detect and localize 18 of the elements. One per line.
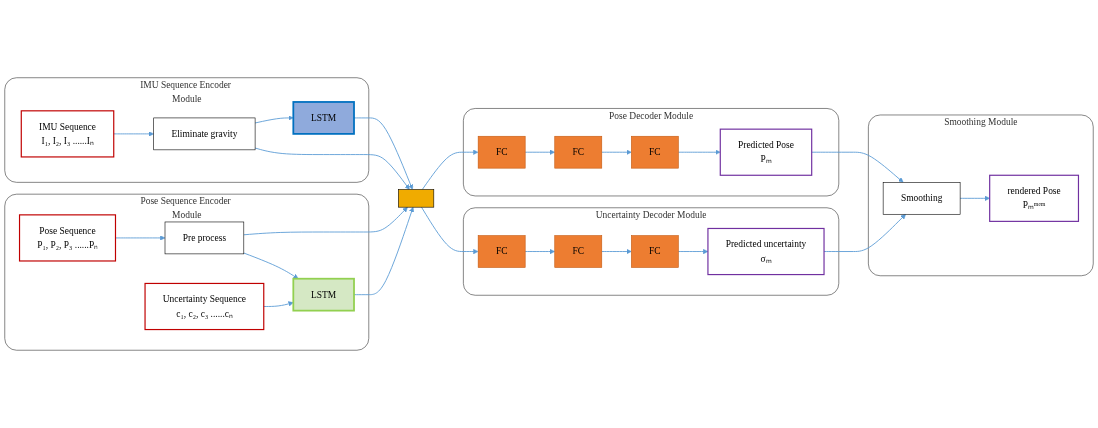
node-box: LSTM	[292, 277, 355, 312]
node-box: Predicted Pose Pₘ	[719, 128, 813, 176]
node-box: IMU Sequence I₁, I₂, I₃ ......Iₙ	[20, 110, 115, 158]
node-box: Pose Sequence P₁, P₂, P₃ ......Pₙ	[18, 214, 117, 262]
node-box: FC	[554, 135, 603, 169]
node-box: FC	[477, 235, 526, 268]
node-box: rendered Pose Pₘᵐᵉᵐ	[989, 174, 1080, 222]
node-box: Predicted uncertainty σₘ	[707, 227, 825, 276]
node-box: Uncertainty Sequence c₁, c₂, c₃ ......cₙ	[144, 282, 265, 331]
node-box: FC	[554, 235, 603, 268]
node-box: FC	[477, 135, 526, 169]
node-bar	[398, 189, 435, 208]
node-box: Pre process	[164, 221, 245, 255]
node-box: FC	[631, 135, 679, 169]
node-box: Eliminate gravity	[153, 117, 256, 151]
node-box: FC	[631, 235, 679, 268]
node-box: LSTM	[292, 101, 355, 135]
node-box: Smoothing	[882, 182, 961, 215]
